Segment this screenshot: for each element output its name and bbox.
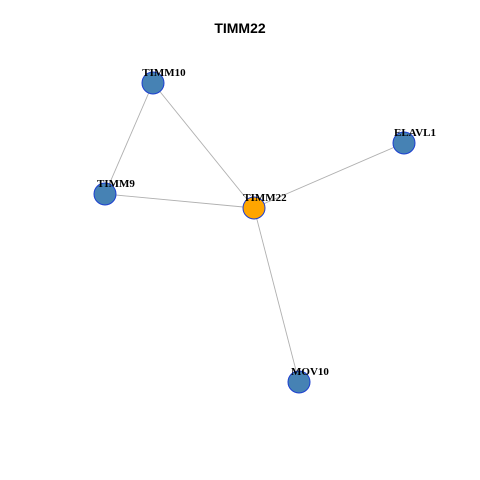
node-circle xyxy=(141,71,165,95)
node-label: TIMM10 xyxy=(142,67,186,79)
node-timm10: TIMM10 xyxy=(141,67,186,95)
edge-timm10-timm22 xyxy=(152,82,255,209)
node-label: TIMM22 xyxy=(243,192,287,204)
node-label: MOV10 xyxy=(291,366,329,378)
edge-timm22-mov10 xyxy=(253,207,300,383)
node-label: TIMM9 xyxy=(97,178,135,190)
edge-timm10-timm9 xyxy=(104,82,154,195)
node-label: ELAVL1 xyxy=(394,127,436,139)
plot-title: TIMM22 xyxy=(214,20,266,36)
node-timm22: TIMM22 xyxy=(242,192,287,220)
node-mov10: MOV10 xyxy=(287,366,329,394)
edge-layer xyxy=(104,82,405,383)
edge-timm9-timm22 xyxy=(104,193,255,209)
edge-elavl1-timm22 xyxy=(253,142,405,209)
node-circle xyxy=(93,182,117,206)
node-circle xyxy=(242,196,266,220)
node-elavl1: ELAVL1 xyxy=(392,127,436,155)
node-circle xyxy=(287,370,311,394)
node-circle xyxy=(392,131,416,155)
node-timm9: TIMM9 xyxy=(93,178,135,206)
